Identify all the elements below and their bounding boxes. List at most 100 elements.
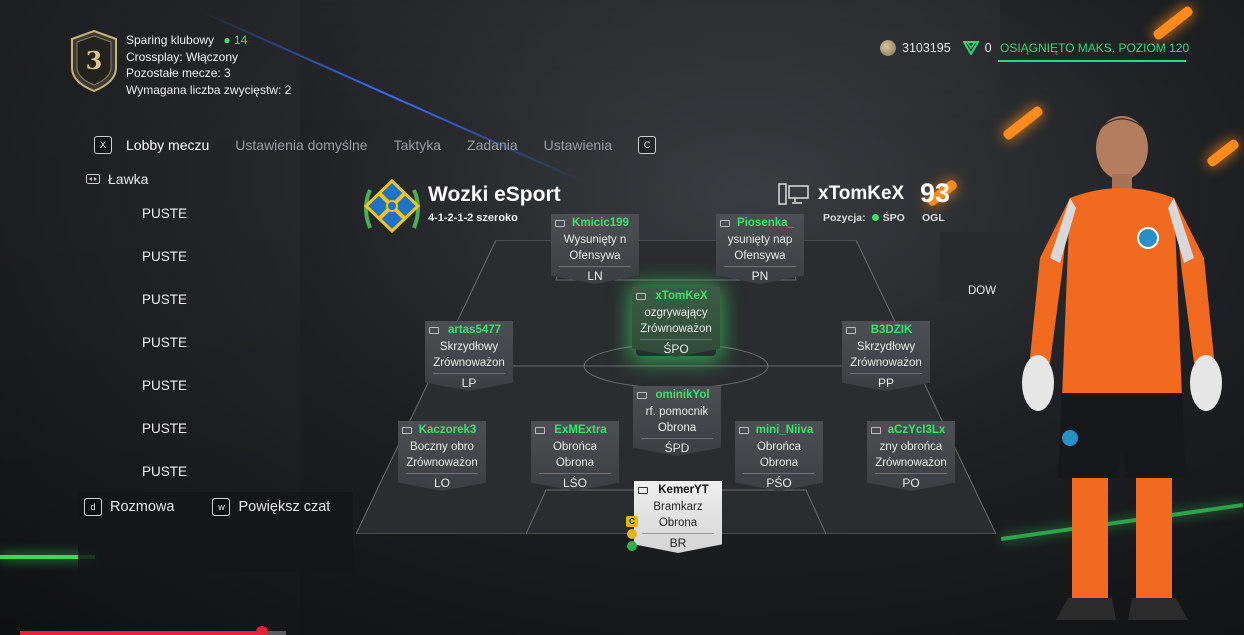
wins-required: Wymagana liczba zwycięstw: 2 [126, 82, 292, 97]
player-card-name: aCzYcI3Lx [887, 424, 946, 436]
player-card-divider [640, 339, 712, 340]
player-card-name: Kaczorek3 [418, 424, 477, 436]
bench-slot[interactable]: PUSTE [142, 292, 188, 307]
penalty-taker-icon [627, 529, 637, 539]
player-card-style: Zrównoważon [406, 457, 478, 469]
player-card-role: ysunięty nap [727, 234, 793, 246]
event-info: Sparing klubowy ● 14 Crossplay: Włączony… [126, 32, 291, 98]
background-orange-light [1151, 4, 1195, 42]
bench-toggle-icon[interactable] [86, 174, 100, 184]
extra-slot-panel[interactable] [940, 232, 1026, 302]
player-card-position: PP [877, 376, 894, 390]
controller-icon [535, 427, 545, 434]
tab-settings[interactable]: Ustawienia [543, 137, 613, 153]
talk-key-icon[interactable]: d [84, 498, 102, 516]
player-card-style: Ofensywa [734, 250, 786, 262]
player-card-divider [724, 266, 796, 267]
controller-icon [720, 220, 730, 227]
bench-slot[interactable]: PUSTE [142, 464, 188, 479]
team-formation[interactable]: 4-1-2-1-2 szeroko [428, 212, 518, 224]
player-card-style: Zrównoważon [850, 357, 922, 369]
player-card-divider [743, 473, 815, 474]
zoom-chat-key-icon[interactable]: w [212, 498, 231, 516]
player-card-role: zny obrońca [879, 441, 943, 453]
talk-button[interactable]: Rozmowa [110, 499, 175, 515]
player-card-position: PN [751, 269, 769, 283]
tab-tactics[interactable]: Taktyka [393, 137, 442, 153]
controller-icon [637, 392, 647, 399]
player-card-position: LO [433, 476, 450, 490]
player-card-role: Obrońca [756, 441, 802, 453]
controller-icon [429, 327, 439, 334]
remaining-matches: Pozostałe mecze: 3 [126, 66, 231, 80]
bench-header: Ławka [86, 171, 148, 187]
player-card-style: Zrównoważon [433, 357, 505, 369]
player-position: Pozycja:ŚPO [823, 212, 905, 224]
online-players: ● 14 [223, 33, 247, 47]
player-model-image [1022, 116, 1222, 620]
controller-icon [846, 327, 856, 334]
player-card-role: ozgrywający [644, 307, 708, 319]
tab-right-key-icon[interactable]: C [638, 136, 657, 154]
controller-icon [739, 427, 749, 434]
zoom-chat-button[interactable]: Powiększ czat [238, 499, 331, 515]
player-card-position: BR [669, 536, 687, 550]
extra-slot-label: DOW [968, 285, 997, 297]
coins-value: 3103195 [902, 41, 951, 55]
player-card-role: Obrońca [552, 441, 598, 453]
tab-left-key-icon[interactable]: X [94, 136, 112, 154]
currency-bar: 3103195 0 [880, 40, 992, 56]
chat-panel[interactable] [78, 492, 353, 572]
bench-slot[interactable]: PUSTE [142, 335, 188, 350]
online-count-value: 14 [234, 33, 248, 47]
bench-slot[interactable]: PUSTE [142, 249, 188, 264]
captain-badge: C [626, 516, 638, 527]
coins-icon [880, 40, 896, 56]
player-card-name: KemerYT [658, 484, 709, 496]
player-card-style: Obrona [658, 517, 698, 529]
player-card-divider [642, 533, 714, 534]
player-header: xTomKeX [778, 183, 904, 205]
player-overall-label: OGL [922, 212, 945, 224]
player-card-divider [875, 473, 947, 474]
player-card-role: Boczny obro [410, 441, 474, 453]
bench-title: Ławka [108, 171, 149, 187]
player-card-divider [406, 473, 478, 474]
tab-match-lobby[interactable]: Lobby meczu [126, 137, 210, 153]
season-level-status[interactable]: OSIĄGNIĘTO MAKS. POZIOM 120 [1000, 41, 1190, 55]
player-card-name: ExMExtra [554, 424, 607, 436]
controller-icon [402, 427, 412, 434]
bench-slot[interactable]: PUSTE [142, 206, 188, 221]
player-card-position: ŚPO [663, 342, 689, 356]
player-card-name: Piosenka_ [737, 217, 794, 229]
bench-slot[interactable]: PUSTE [142, 421, 188, 436]
player-card-style: Obrona [555, 457, 595, 469]
video-progress-handle[interactable] [256, 626, 269, 635]
player-card-style: Zrównoważon [640, 323, 712, 335]
tab-default-settings[interactable]: Ustawienia domyślne [235, 137, 368, 153]
player-card-name: ominikYol [655, 389, 710, 401]
player-card-name: mini_Niiva [755, 424, 814, 436]
player-card-position: PŚO [766, 476, 792, 490]
season-level-bar [998, 60, 1186, 62]
player-card-name: B3DZIK [870, 324, 913, 336]
person-icon: ● [223, 33, 231, 47]
player-card-divider [433, 373, 505, 374]
tab-objectives[interactable]: Zadania [467, 137, 518, 153]
crossplay-status: Crossplay: Włączony [126, 49, 239, 64]
controller-icon [636, 293, 646, 300]
player-card-style: Obrona [657, 422, 697, 434]
bench-slot[interactable]: PUSTE [142, 378, 188, 393]
points-icon [962, 41, 979, 55]
